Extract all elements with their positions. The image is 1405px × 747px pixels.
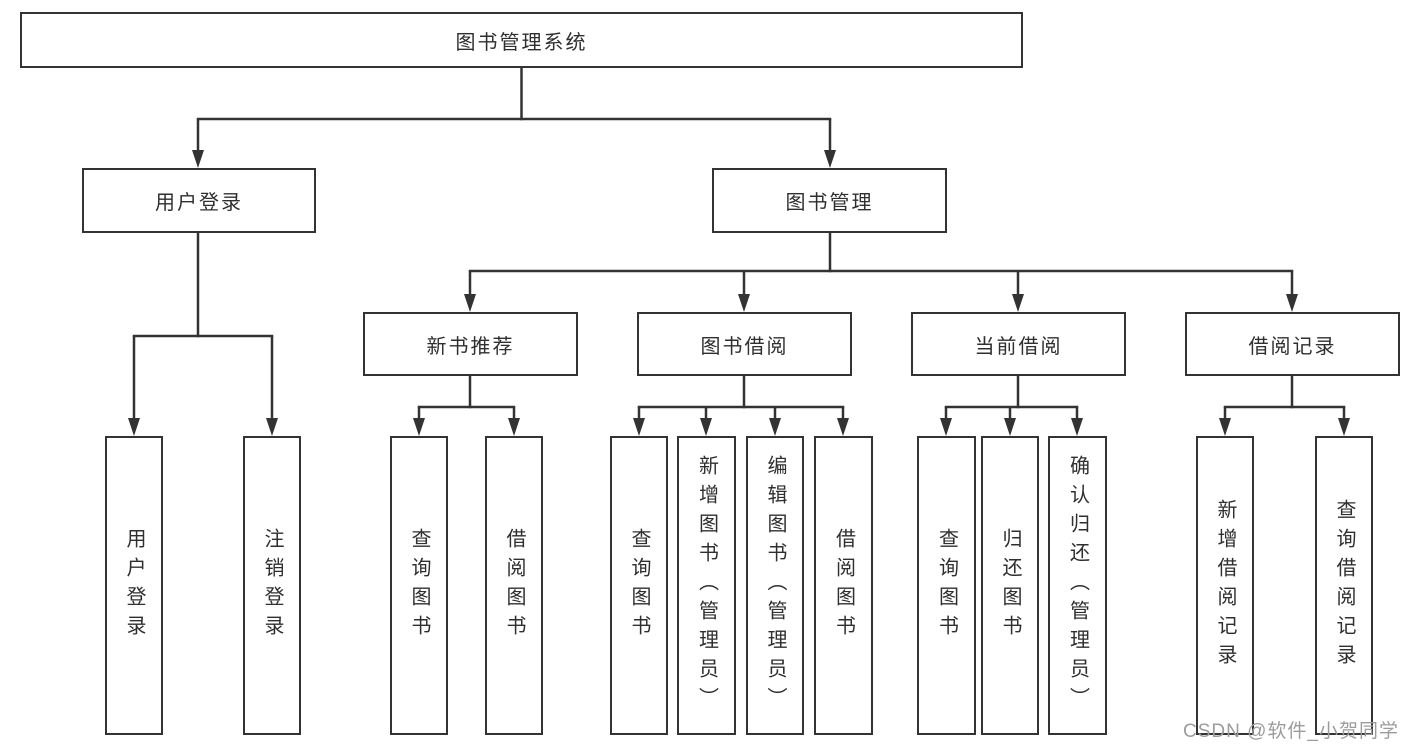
node-nbr-borrow-books: 借阅图书 xyxy=(485,436,543,735)
node-cb-query-books-label: 查询图书 xyxy=(935,527,958,644)
node-user-login-label: 用户登录 xyxy=(155,192,243,214)
node-cb-query-books: 查询图书 xyxy=(917,436,976,735)
node-br-query-record: 查询借阅记录 xyxy=(1315,436,1373,735)
node-nbr-query-books-label: 查询图书 xyxy=(408,527,430,644)
node-br-query-record-label: 查询借阅记录 xyxy=(1333,498,1355,673)
node-logout: 注销登录 xyxy=(243,436,301,735)
node-current-borrowing: 当前借阅 xyxy=(911,312,1126,376)
node-book-borrowing: 图书借阅 xyxy=(637,312,852,376)
node-user-login-leaf: 用户登录 xyxy=(105,436,163,735)
node-borrowing-records-label: 借阅记录 xyxy=(1248,335,1337,358)
node-br-add-record: 新增借阅记录 xyxy=(1196,436,1254,735)
node-library-system: 图书管理系统 xyxy=(20,12,1023,68)
node-cb-confirm-return-admin: 确认归还（管理员） xyxy=(1048,436,1107,735)
node-current-borrowing-label: 当前借阅 xyxy=(974,335,1063,358)
node-br-add-record-label: 新增借阅记录 xyxy=(1214,498,1236,673)
node-book-borrowing-label: 图书借阅 xyxy=(700,335,789,358)
node-bb-query-books: 查询图书 xyxy=(610,436,668,735)
node-logout-label: 注销登录 xyxy=(261,527,283,644)
node-cb-confirm-return-admin-label: 确认归还（管理员） xyxy=(1066,455,1089,716)
node-cb-return-books-label: 归还图书 xyxy=(999,527,1021,644)
node-new-book-recommendation: 新书推荐 xyxy=(363,312,578,376)
node-cb-return-books: 归还图书 xyxy=(981,436,1039,735)
node-book-management-label: 图书管理 xyxy=(785,192,874,214)
node-bb-borrow-books: 借阅图书 xyxy=(814,436,873,735)
node-borrowing-records: 借阅记录 xyxy=(1185,312,1400,376)
node-nbr-borrow-books-label: 借阅图书 xyxy=(503,527,525,644)
node-library-system-label: 图书管理系统 xyxy=(455,31,588,54)
node-bb-borrow-books-label: 借阅图书 xyxy=(832,527,855,644)
node-nbr-query-books: 查询图书 xyxy=(390,436,448,735)
node-book-management: 图书管理 xyxy=(712,168,947,233)
node-user-login-leaf-label: 用户登录 xyxy=(123,527,145,644)
node-bb-edit-books-admin-label: 编辑图书（管理员） xyxy=(764,455,786,716)
node-user-login: 用户登录 xyxy=(82,168,316,233)
node-bb-add-books-admin-label: 新增图书（管理员） xyxy=(695,455,718,716)
node-bb-edit-books-admin: 编辑图书（管理员） xyxy=(746,436,804,735)
watermark: CSDN @软件_小贺同学 xyxy=(1183,721,1399,742)
node-new-book-recommendation-label: 新书推荐 xyxy=(426,335,515,358)
node-bb-query-books-label: 查询图书 xyxy=(628,527,650,644)
node-bb-add-books-admin: 新增图书（管理员） xyxy=(677,436,736,735)
